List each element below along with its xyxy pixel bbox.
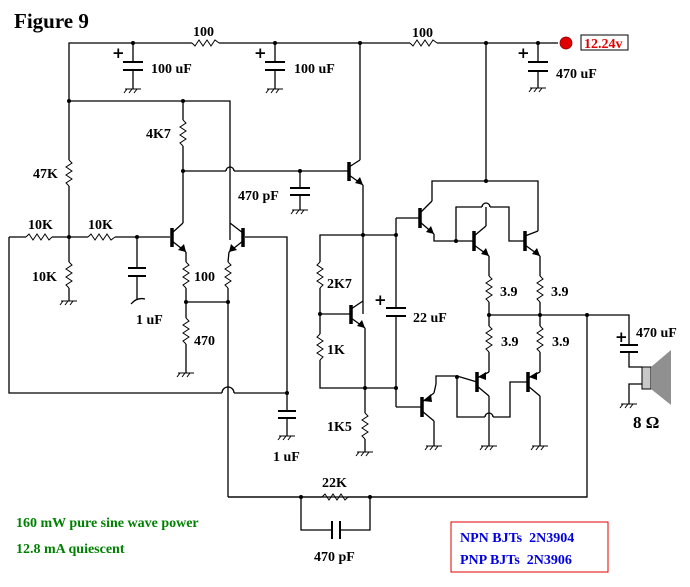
transistor-pnp-input-left	[170, 222, 187, 253]
npn-legend: NPN BJTs 2N3904	[460, 531, 574, 546]
capacitor-22uf	[386, 218, 406, 407]
resistor-47k	[65, 101, 73, 237]
capacitor-1uf-input	[128, 237, 146, 305]
pnp-legend: PNP BJTs 2N3906	[460, 553, 572, 568]
polarity-plus-icon: +	[374, 291, 387, 309]
polarity-plus-icon: +	[254, 44, 267, 62]
resistor-470-tail	[176, 302, 195, 378]
transistor-npn-output-2	[523, 230, 541, 257]
capacitor-label-supply-3: 470 uF	[556, 67, 597, 82]
resistor-label-3-9-c: 3.9	[501, 335, 519, 350]
resistor-label-470-tail: 470	[194, 334, 215, 349]
capacitor-470pf-compensation	[290, 171, 310, 215]
resistor-10k-shunt	[59, 237, 78, 306]
transistor-npn-vas	[347, 159, 364, 186]
transistor-legend-box	[450, 521, 609, 573]
resistor-label-2k7: 2K7	[327, 277, 352, 292]
voltage-probe-icon[interactable]	[559, 36, 573, 50]
transistor-npn-driver-top	[418, 200, 435, 235]
resistor-label-supply-2: 100	[412, 26, 433, 41]
resistor-label-supply-1: 100	[193, 25, 214, 40]
resistor-label-10k-series: 10K	[88, 218, 113, 233]
capacitor-label-output: 470 uF	[636, 326, 677, 341]
speaker-icon	[641, 350, 671, 405]
resistor-label-1k5: 1K5	[327, 420, 352, 435]
resistor-label-10k-shunt: 10K	[32, 270, 57, 285]
resistor-label-3-9-b: 3.9	[551, 285, 569, 300]
capacitor-label-470pf-feedback: 470 pF	[314, 550, 355, 565]
resistor-label-47k: 47K	[33, 167, 58, 182]
capacitor-output-470uf	[620, 339, 642, 368]
polarity-plus-icon: +	[112, 44, 125, 62]
speaker-label: 8 Ω	[633, 413, 659, 432]
resistor-label-4k7: 4K7	[146, 127, 171, 142]
capacitor-label-supply-1: 100 uF	[151, 62, 192, 77]
polarity-plus-icon: +	[517, 44, 530, 62]
transistor-pnp-driver-bottom	[420, 392, 435, 422]
capacitor-supply-1	[123, 43, 143, 94]
voltage-readout-box	[580, 34, 629, 51]
capacitor-label-470pf-top: 470 pF	[238, 189, 279, 204]
resistor-label-1k: 1K	[327, 343, 345, 358]
capacitor-supply-2	[265, 43, 285, 94]
capacitor-1uf-feedback	[277, 393, 296, 441]
transistor-pnp-input-right	[228, 222, 245, 253]
capacitor-supply-3	[528, 43, 548, 93]
resistor-label-3-9-d: 3.9	[552, 335, 570, 350]
voltage-readout: 12.24v	[584, 37, 623, 52]
power-note: 160 mW pure sine wave power	[16, 516, 199, 531]
resistor-4k7	[179, 101, 187, 223]
resistor-label-emitter-100: 100	[194, 270, 215, 285]
quiescent-note: 12.8 mA quiescent	[16, 542, 125, 557]
transistor-pnp-output-1	[475, 371, 490, 397]
capacitor-label-22uf: 22 uF	[413, 311, 447, 326]
figure-title: Figure 9	[14, 9, 89, 33]
transistor-npn-output-1	[472, 225, 490, 257]
resistor-label-3-9-a: 3.9	[500, 285, 518, 300]
capacitor-label-supply-2: 100 uF	[294, 62, 335, 77]
capacitor-label-1uf-feedback: 1 uF	[273, 450, 300, 465]
resistor-label-10k-input: 10K	[28, 218, 53, 233]
capacitor-label-1uf-input: 1 uF	[136, 313, 163, 328]
transistor-npn-bias	[349, 300, 366, 329]
transistor-pnp-output-2	[526, 371, 541, 397]
resistor-label-22k: 22K	[322, 476, 347, 491]
polarity-plus-icon: +	[615, 328, 628, 346]
